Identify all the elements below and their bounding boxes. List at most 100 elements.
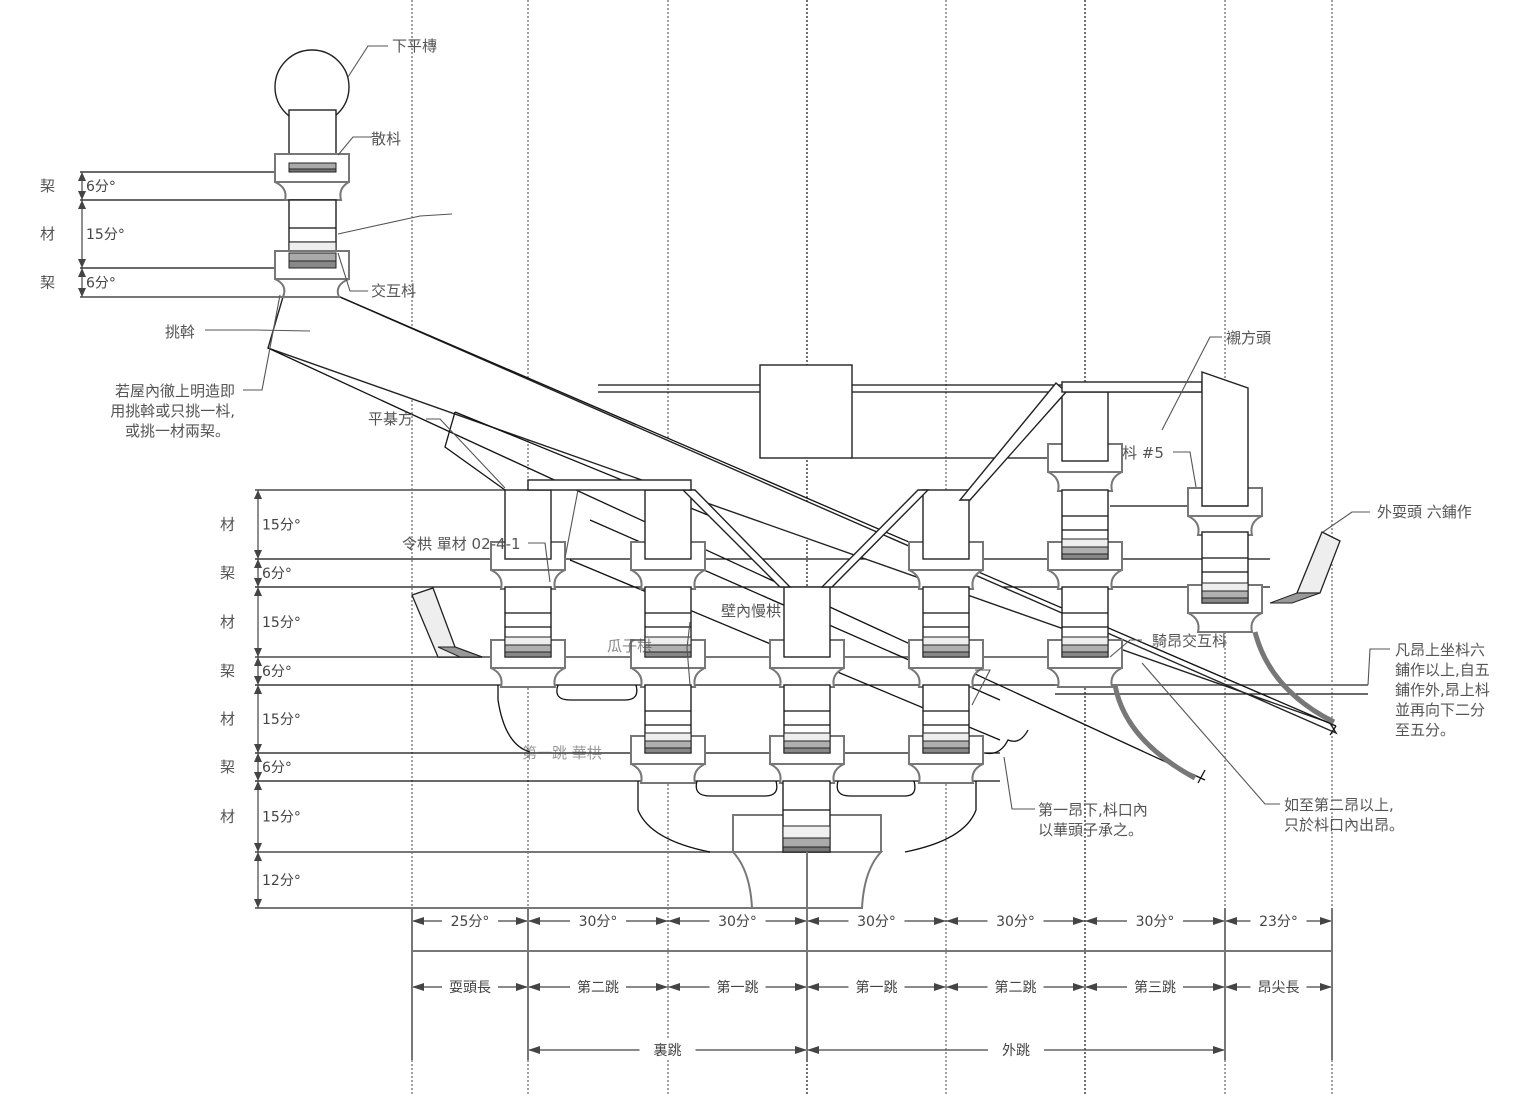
- note-tiaowo-line1: 若屋內徹上明造即: [115, 382, 235, 400]
- dim-value-label: 第一跳: [717, 979, 759, 996]
- arrow-up-icon: [254, 753, 262, 762]
- arrow-down-icon: [254, 772, 262, 781]
- dim-value-label: 25分°: [451, 914, 490, 930]
- arrow-left-icon: [412, 917, 424, 925]
- label-xiapingtuan: 下平槫: [392, 37, 437, 55]
- first-ang-curve: [1112, 684, 1197, 781]
- arrow-right-icon: [516, 917, 528, 925]
- dim-value-label: 30分°: [996, 914, 1035, 930]
- arrow-left-icon: [807, 1046, 819, 1054]
- arrow-up-icon: [254, 781, 262, 790]
- gong-shaft: [922, 684, 970, 754]
- arrow-up-icon: [254, 587, 262, 596]
- arrow-down-icon: [78, 259, 86, 268]
- dim-value-label: 15分°: [262, 712, 301, 728]
- arrow-right-icon: [934, 917, 946, 925]
- arrow-right-icon: [516, 983, 528, 991]
- arrow-down-icon: [254, 578, 262, 587]
- arrow-right-icon: [1320, 917, 1332, 925]
- dim-value-label: 裏跳: [654, 1042, 682, 1059]
- arrow-right-icon: [1213, 983, 1225, 991]
- arrow-left-icon: [412, 983, 424, 991]
- note-tiaowo-line2: 用挑斡或只挑一枓,: [110, 402, 235, 420]
- arrow-down-icon: [78, 288, 86, 297]
- arrow-right-icon: [1073, 983, 1085, 991]
- arrow-left-icon: [807, 917, 819, 925]
- arrow-down-icon: [254, 744, 262, 753]
- arrow-up-icon: [78, 200, 86, 209]
- note-ang-line5: 至五分。: [1395, 721, 1455, 739]
- arrow-left-icon: [1225, 917, 1237, 925]
- arrow-right-icon: [934, 983, 946, 991]
- outer-shuatou: [1296, 531, 1341, 594]
- arrow-up-icon: [78, 268, 86, 277]
- arrow-right-icon: [656, 983, 668, 991]
- gong-shaft: [644, 586, 692, 658]
- arrow-right-icon: [1073, 917, 1085, 925]
- label-diyitiao: 第一跳 華栱: [522, 744, 602, 762]
- arrow-right-icon: [1320, 983, 1332, 991]
- dim-value-label: 外跳: [1002, 1043, 1030, 1059]
- dim-value-label: 23分°: [1259, 914, 1298, 930]
- dim-value-label: 6分°: [262, 664, 292, 680]
- arrow-right-icon: [656, 917, 668, 925]
- label-tiaowo: 挑斡: [165, 323, 195, 341]
- note-second-ang-line1: 如至第二昂以上,: [1284, 796, 1394, 814]
- reference-lines: [80, 171, 1368, 909]
- gong-shaft: [1201, 531, 1249, 604]
- dim-value-label: 耍頭長: [449, 980, 491, 996]
- arrow-down-icon: [254, 899, 262, 908]
- arrow-down-icon: [254, 843, 262, 852]
- arrow-left-icon: [528, 983, 540, 991]
- leader-lines: [205, 45, 1390, 810]
- fang-end-block: [783, 586, 831, 658]
- dim-name-label: 材: [220, 613, 235, 631]
- note-tiaowo-line3: 或挑一材兩栔。: [125, 422, 230, 440]
- dim-value-label: 第二跳: [577, 979, 619, 996]
- label-chenfangtou: 襯方頭: [1226, 329, 1271, 347]
- label-waishuatou: 外耍頭 六鋪作: [1377, 503, 1472, 521]
- dim-value-label: 第三跳: [1134, 979, 1176, 996]
- arrow-up-icon: [254, 657, 262, 666]
- dim-name-label: 栔: [220, 758, 235, 776]
- arrow-left-icon: [807, 983, 819, 991]
- note-first-ang-line2: 以華頭子承之。: [1038, 821, 1143, 839]
- gong-shaft: [1061, 489, 1109, 560]
- dim-value-label: 30分°: [1136, 914, 1175, 930]
- dim-value-label: 15分°: [262, 615, 301, 631]
- arrow-down-icon: [254, 648, 262, 657]
- fang-end-block: [1061, 391, 1109, 462]
- arrow-up-icon: [254, 490, 262, 499]
- text-labels: 下平槫 散枓 交互枓 挑斡 若屋內徹上明造即 用挑斡或只挑一枓, 或挑一材兩栔。…: [110, 37, 1490, 839]
- arrow-left-icon: [1085, 983, 1097, 991]
- linggong-block: [504, 489, 552, 560]
- dim-name-label: 栔: [220, 662, 235, 680]
- dim-value-label: 15分°: [262, 810, 301, 826]
- arrow-right-icon: [795, 917, 807, 925]
- label-sandou: 散枓: [371, 130, 401, 148]
- arrow-left-icon: [668, 917, 680, 925]
- arrow-left-icon: [528, 1046, 540, 1054]
- arrow-up-icon: [254, 685, 262, 694]
- dou-unit: [1047, 541, 1123, 590]
- arrow-left-icon: [1225, 983, 1237, 991]
- dim-value-label: 第二跳: [995, 979, 1037, 996]
- dim-name-label: 材: [220, 710, 235, 728]
- dim-value-label: 6分°: [262, 566, 292, 582]
- gong-shaft: [644, 684, 692, 754]
- dim-value-label: 15分°: [262, 518, 301, 534]
- label-linggong: 令栱 單材 02-4-1: [402, 535, 521, 553]
- label-pingqifang: 平棊方: [368, 410, 413, 428]
- ludou-base: [497, 684, 1029, 909]
- note-ang-line4: 並再向下二分: [1395, 701, 1485, 719]
- fang-block: [759, 364, 853, 459]
- dim-name-label: 材: [220, 808, 235, 826]
- arrow-up-icon: [254, 559, 262, 568]
- arrow-down-icon: [78, 191, 86, 200]
- dim-value-label: 6分°: [86, 179, 116, 195]
- dim-value-label: 6分°: [86, 276, 116, 292]
- label-guazi: 瓜子栱: [607, 637, 652, 655]
- dim-name-label: 材: [220, 516, 235, 534]
- fang-end-block: [644, 489, 692, 560]
